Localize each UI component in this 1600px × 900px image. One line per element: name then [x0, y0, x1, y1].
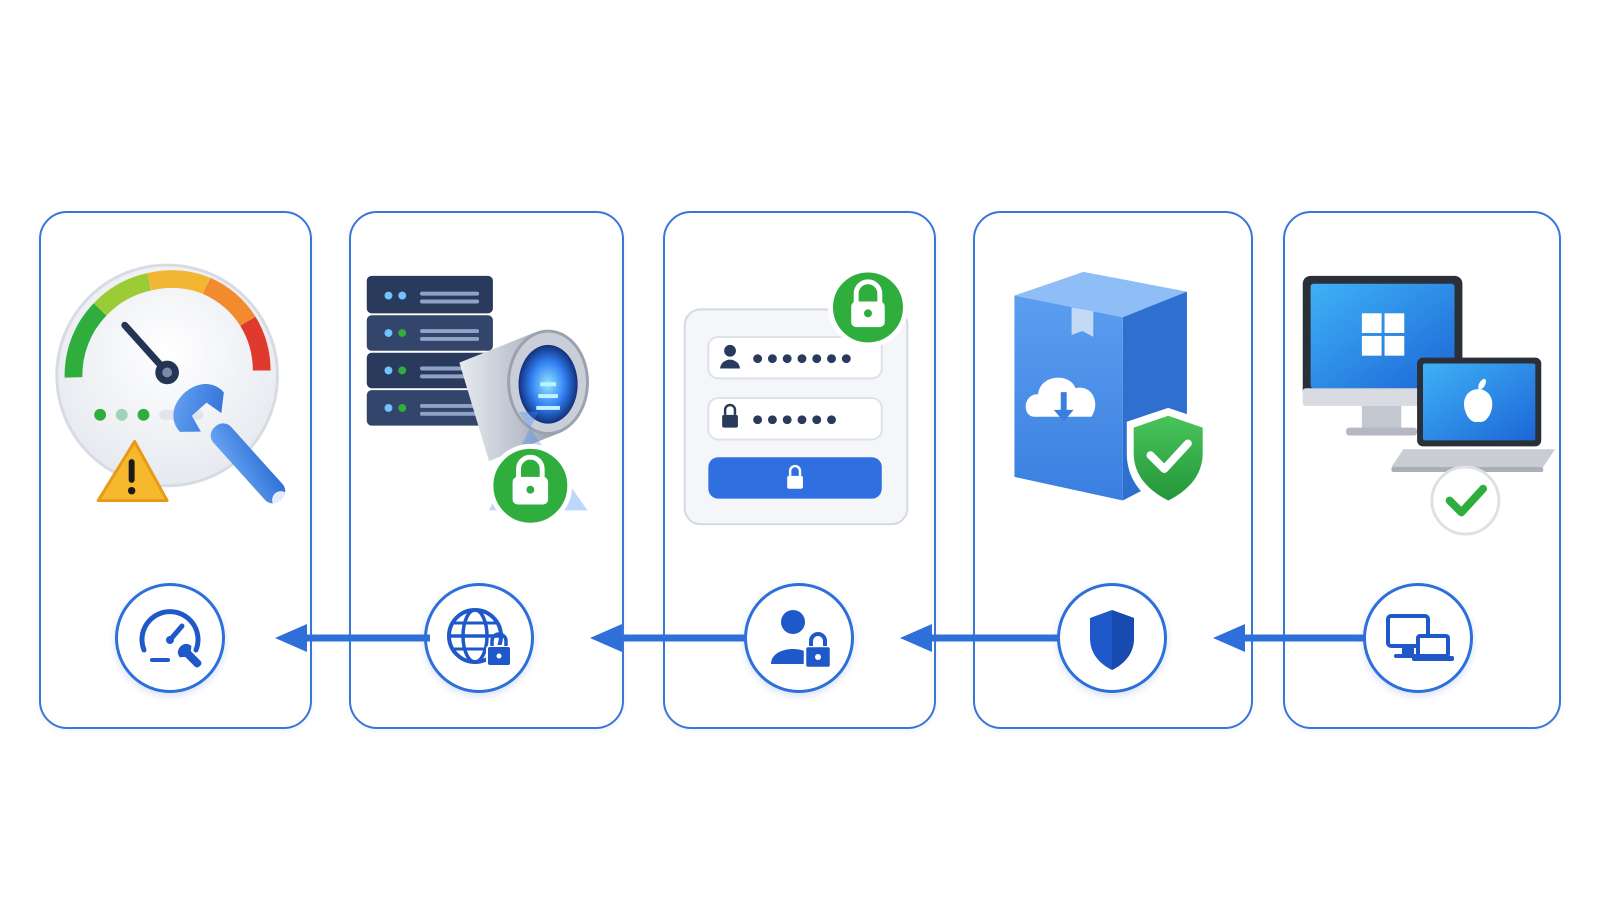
- step-panel-authentication: [663, 211, 936, 729]
- server-tunnel-illustration: [366, 275, 589, 528]
- arrow-step2-to-step1: [275, 624, 430, 652]
- windows-logo: [1361, 313, 1405, 356]
- speedometer-wrench-icon: [139, 609, 202, 668]
- step-icon-globe-lock: [424, 583, 534, 693]
- step-panel-devices: [1283, 211, 1561, 729]
- step-icon-devices: [1363, 583, 1473, 693]
- shield-icon: [1090, 610, 1134, 670]
- step-icon-user-lock: [744, 583, 854, 693]
- speedometer-illustration: [55, 263, 290, 509]
- arrow-step5-to-step4: [1213, 624, 1366, 652]
- user-lock-icon: [771, 610, 833, 670]
- login-form-illustration: [683, 267, 909, 526]
- step-panel-secure-package: [973, 211, 1253, 729]
- devices-icon: [1386, 614, 1454, 661]
- globe-lock-icon: [447, 608, 512, 667]
- package-shield-illustration: [1014, 271, 1210, 511]
- arrow-step4-to-step3: [900, 624, 1060, 652]
- arrow-step3-to-step2: [590, 624, 745, 652]
- step-icon-speedometer: [115, 583, 225, 693]
- step-panel-secure-connection: [349, 211, 624, 729]
- step-icon-shield: [1057, 583, 1167, 693]
- step-panel-performance: [39, 211, 312, 729]
- devices-illustration: [1302, 275, 1556, 536]
